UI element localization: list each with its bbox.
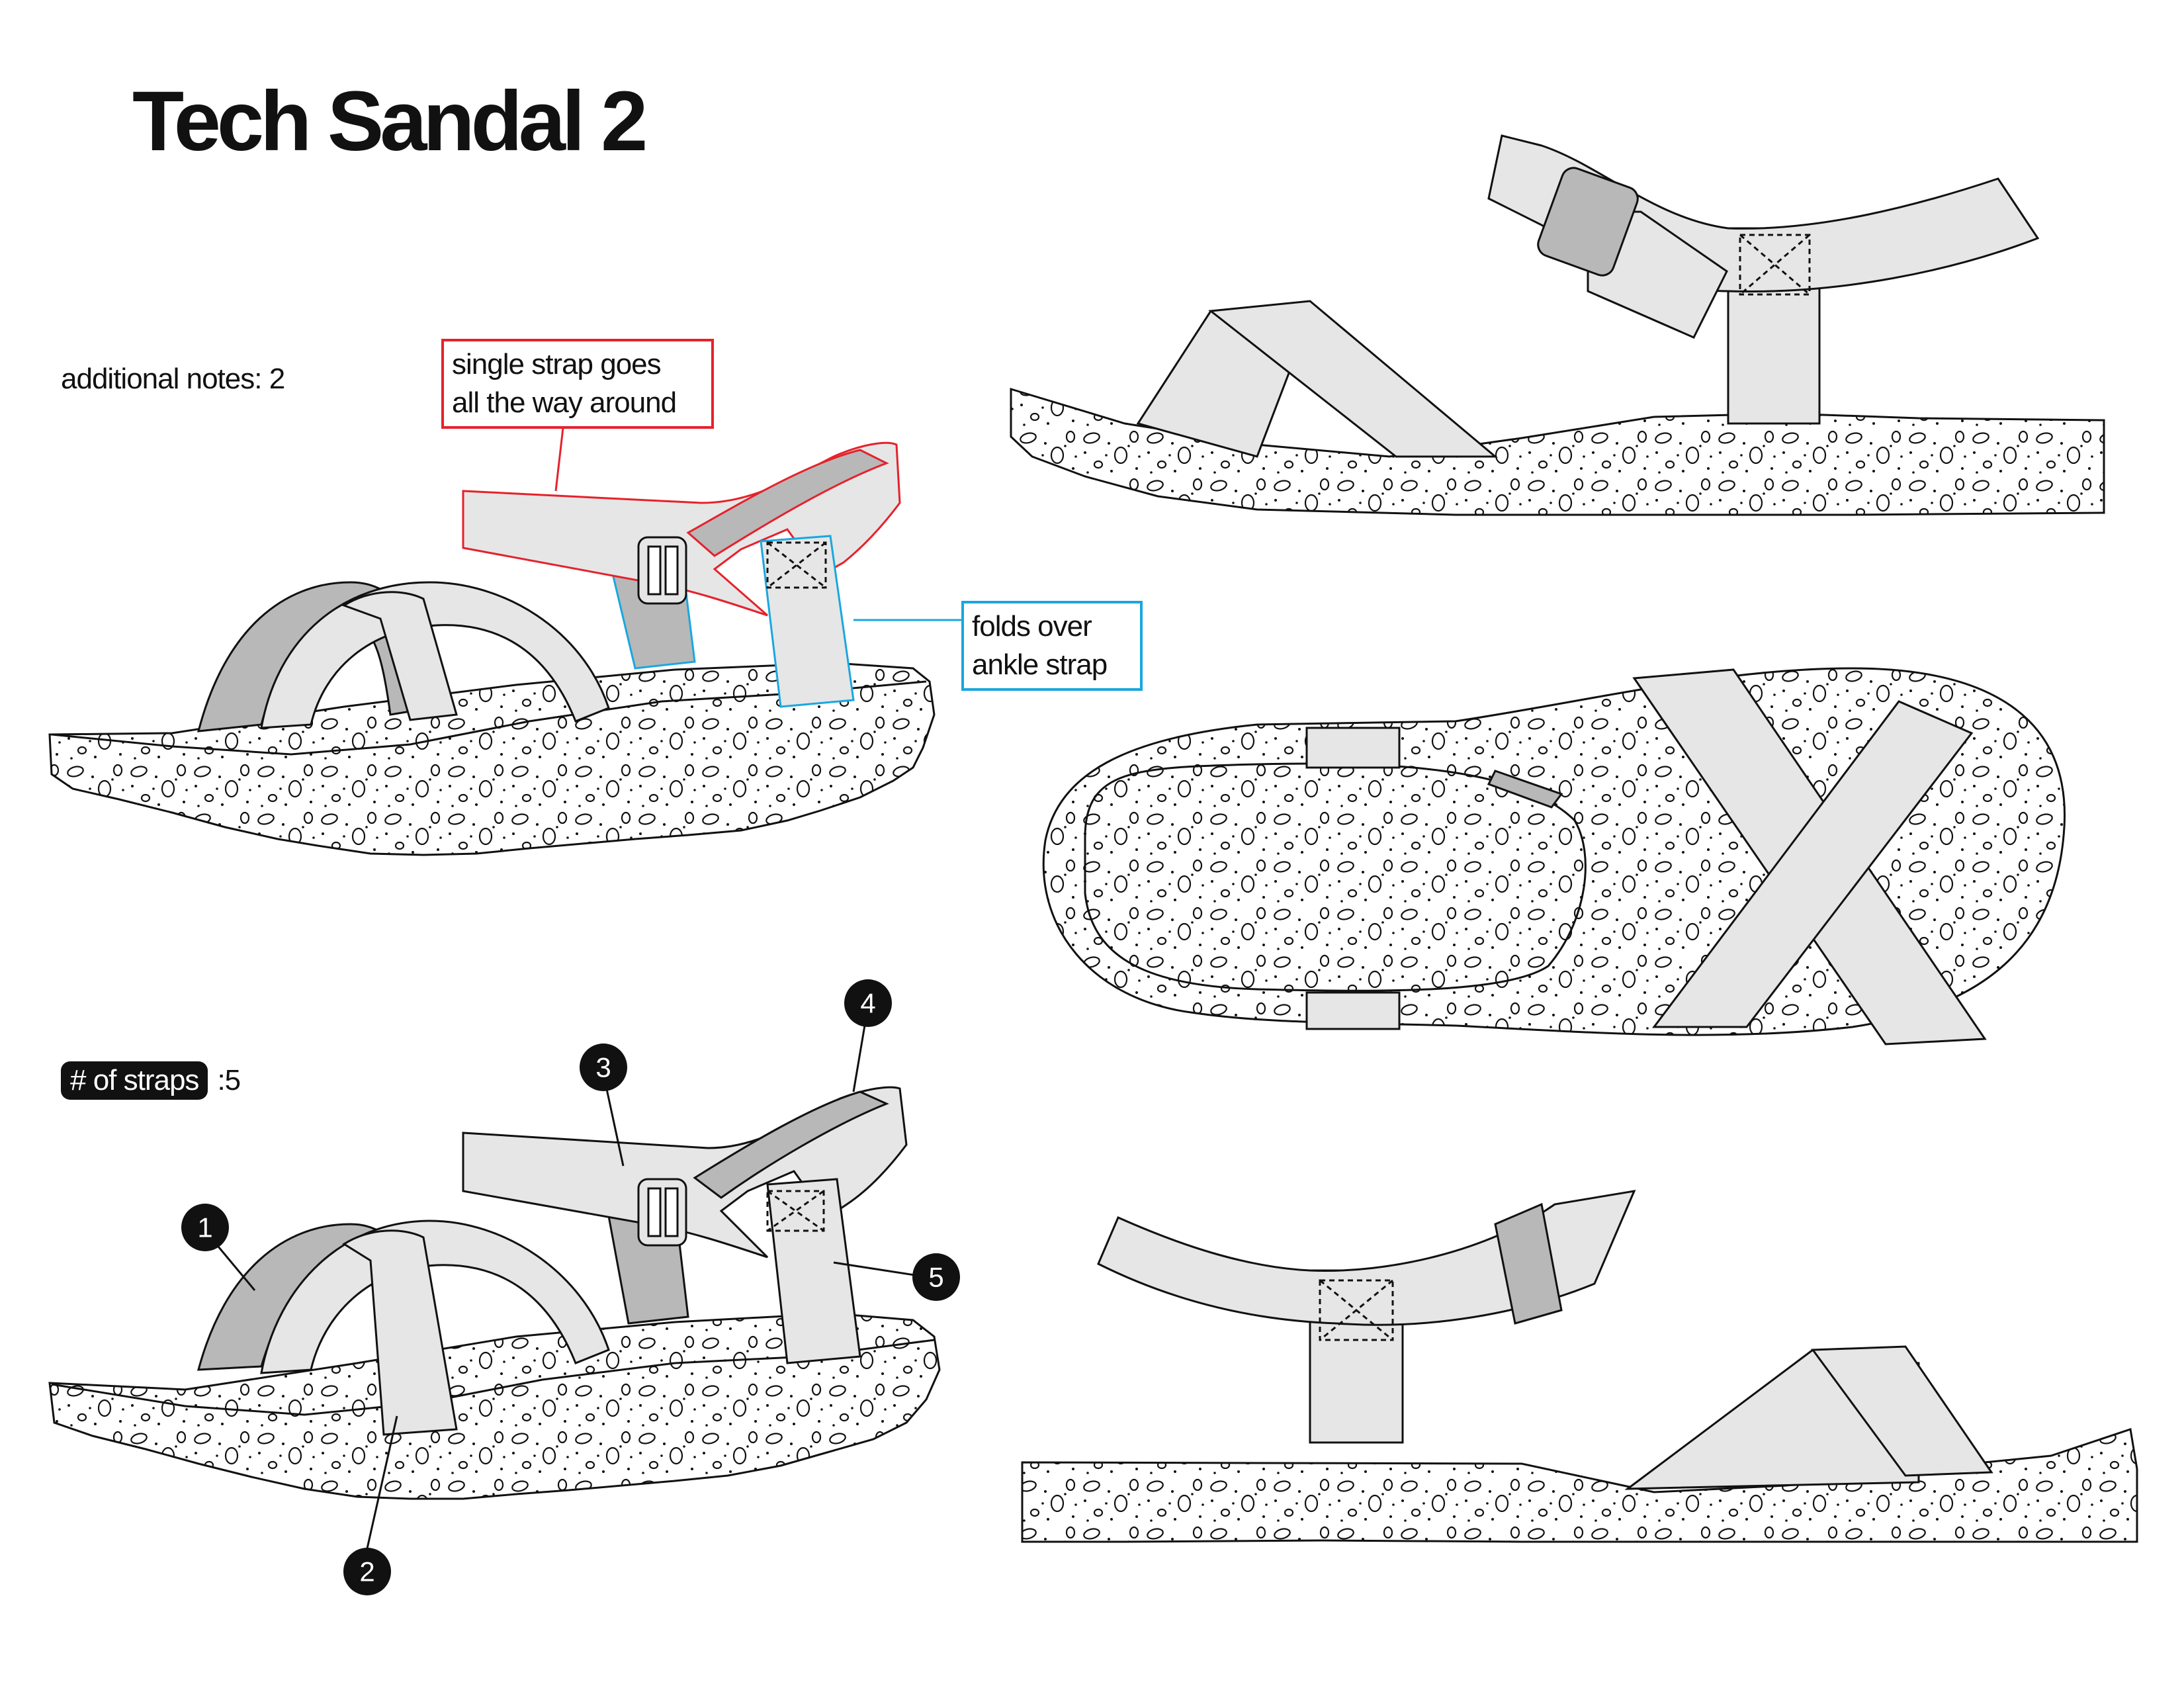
svg-text:5: 5 <box>928 1262 943 1293</box>
heel-post-bottom <box>1305 991 1401 1030</box>
marker-4: 4 <box>844 979 892 1027</box>
callout-folds-over-line-1: folds over <box>972 610 1092 643</box>
strap-count-value: 5 <box>224 1064 241 1096</box>
marker-1: 1 <box>181 1204 229 1251</box>
callout-single-strap: single strap goes all the way around <box>441 339 714 429</box>
buckle <box>637 1178 687 1247</box>
sole-rim <box>51 1339 935 1416</box>
heel-post-top <box>1305 727 1401 769</box>
stitch-box <box>766 541 827 589</box>
sole <box>1010 387 2105 516</box>
stitch-box <box>1319 1279 1394 1341</box>
callout-single-strap-line-1: single strap goes <box>452 348 662 380</box>
marker-2: 2 <box>343 1548 391 1595</box>
buckle <box>637 536 687 605</box>
strap-count: # of straps :5 <box>61 1061 241 1100</box>
footbed <box>1084 762 1587 992</box>
sole <box>1021 1428 2138 1543</box>
sandal-side-view-right <box>1010 134 2105 516</box>
additional-notes-label: additional notes: <box>61 363 262 395</box>
callout-folds-over: folds over ankle strap <box>961 601 1143 691</box>
strap-diagonal-b <box>1651 700 1974 1028</box>
marker-3: 3 <box>580 1044 627 1091</box>
instep-strap <box>342 1229 458 1436</box>
svg-text:3: 3 <box>595 1052 611 1083</box>
sandal-side-view-left <box>1021 1190 2138 1543</box>
strap-5 <box>766 1178 861 1364</box>
strap-cross-front <box>1208 300 1499 458</box>
stitch-box <box>766 1190 825 1232</box>
page-title: Tech Sandal 2 <box>132 74 648 169</box>
buckle-top <box>1487 770 1563 809</box>
strap-4 <box>693 1090 889 1199</box>
strap-count-badge: # of straps <box>61 1061 208 1100</box>
strap-inner-loop <box>686 449 889 557</box>
strap-cross-b <box>1811 1345 1993 1477</box>
svg-text:1: 1 <box>197 1212 212 1243</box>
instep-strap <box>341 591 458 721</box>
svg-text:4: 4 <box>860 988 875 1019</box>
ankle-strap <box>1097 1190 1636 1326</box>
sole-rim <box>51 680 927 756</box>
sandal-top-view <box>1042 667 2066 1045</box>
heel-strap <box>760 535 855 708</box>
additional-notes-value: 2 <box>269 363 286 395</box>
svg-text:2: 2 <box>359 1556 374 1587</box>
sandal-view-numbered <box>48 1013 941 1549</box>
buckle-edge <box>1494 1202 1563 1325</box>
marker-5: 5 <box>912 1253 960 1301</box>
callout-folds-over-line-2: ankle strap <box>972 648 1108 681</box>
sole <box>48 1312 941 1500</box>
buckle <box>1537 167 1639 277</box>
additional-notes: additional notes: 2 <box>61 363 286 396</box>
sandal-view-notes <box>48 404 961 856</box>
callout-single-strap-line-2: all the way around <box>452 386 677 419</box>
